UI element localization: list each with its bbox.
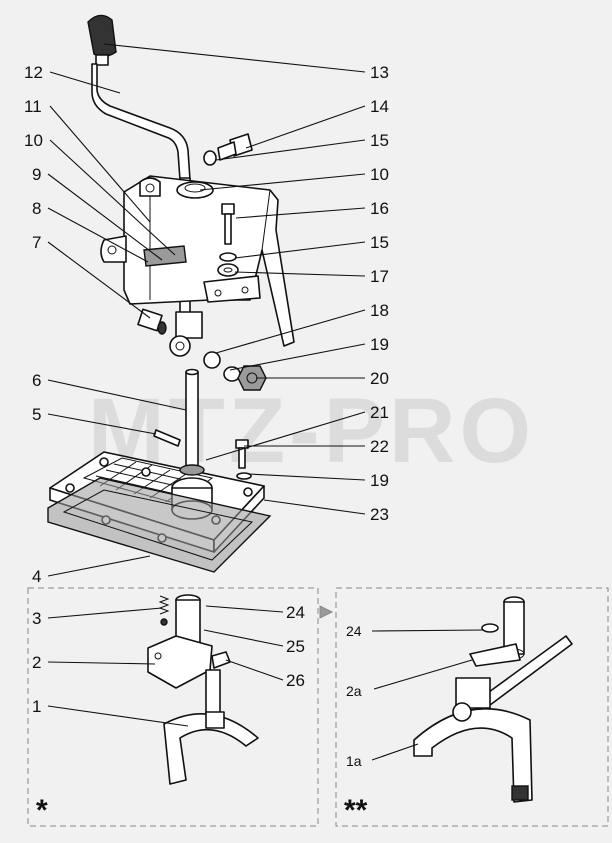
callout-c6: 6 [32,371,41,390]
leader-c21 [205,411,366,461]
callout-leaders [47,43,485,761]
leader-c5 [47,413,157,435]
leader-c10a [49,139,176,256]
callout-c15b: 15 [370,233,389,252]
washer-15a [203,150,217,166]
callout-c19b: 19 [370,471,389,490]
rod-6 [185,371,199,469]
callout-c10b: 10 [370,165,389,184]
leader-c18 [215,309,366,354]
nut-20 [237,365,267,391]
pin-7 [137,308,167,335]
variant-box-right [335,587,609,827]
callout-c12: 12 [24,63,43,82]
callout-c21: 21 [370,403,389,422]
leader-c16 [235,207,366,219]
leader-c13 [103,43,366,73]
leader-c10b [199,173,366,191]
lever-rod [91,63,191,181]
variant-box-left [27,587,319,827]
callout-c24a: 24 [286,603,305,622]
lever-knob [87,14,117,58]
leader-c2 [47,661,156,665]
callout-c18: 18 [370,301,389,320]
leader-c19a [229,343,366,371]
leader-c9 [47,173,163,261]
callout-c8: 8 [32,199,41,218]
washer-15b [219,252,237,262]
callout-c17: 17 [370,267,389,286]
lever-housing [100,175,295,347]
leader-c3 [47,607,163,619]
leader-c12 [49,71,121,94]
callout-c14: 14 [370,97,389,116]
variant-left-parts [147,594,259,785]
leader-c14 [245,105,366,149]
leader-c15b [234,241,366,259]
callout-c9: 9 [32,165,41,184]
callout-c4: 4 [32,567,41,586]
callout-c15a: 15 [370,131,389,150]
callout-c5: 5 [32,405,41,424]
shaft-eye [169,311,203,357]
leader-c17 [234,271,366,277]
leader-c8 [47,207,149,263]
leader-c26 [225,659,284,681]
variant-right-parts [413,596,573,803]
leader-c4 [47,555,151,577]
leader-c23 [263,499,366,515]
callout-c22: 22 [370,437,389,456]
leader-c24b [371,629,485,632]
washer-19b [236,472,252,480]
callout-c2a: 2а [346,683,362,699]
leader-c7 [47,241,151,319]
bolt-16 [221,203,235,245]
bolt-14 [203,133,253,166]
ring-18 [203,351,221,369]
leader-c1 [47,705,189,727]
callout-c23: 23 [370,505,389,524]
callout-c1a: 1а [346,753,362,769]
leader-c24a [205,605,284,613]
callout-c24b: 24 [346,623,362,639]
gasket-4 [47,477,272,573]
leader-c19b [247,473,366,481]
arrow-icon [319,605,334,619]
leader-c2a [373,659,473,690]
leader-c15a [215,139,366,161]
callout-c1: 1 [32,697,41,716]
leader-c6 [47,379,187,411]
bolt-22 [235,439,249,469]
callout-c7: 7 [32,233,41,252]
callout-c16: 16 [370,199,389,218]
washer-17 [217,263,239,277]
variant-label-left: * [36,794,48,827]
callout-c26: 26 [286,671,305,690]
callout-c10a: 10 [24,131,43,150]
callout-c11: 11 [24,97,42,116]
callout-c2: 2 [32,653,41,672]
variant-label-right: ** [344,794,368,827]
callout-c25: 25 [286,637,305,656]
leader-c1a [371,743,419,761]
callout-c20: 20 [370,369,389,388]
leader-c11 [49,105,151,223]
callout-c19a: 19 [370,335,389,354]
leader-c25 [203,629,284,647]
callout-c13: 13 [370,63,389,82]
knob-ferrule [95,54,109,66]
callout-c3: 3 [32,609,41,628]
